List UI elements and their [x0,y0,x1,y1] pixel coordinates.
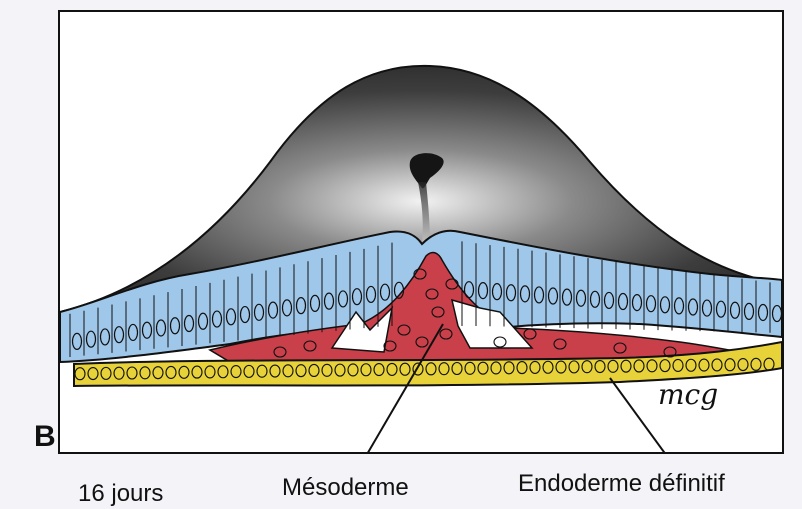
mesoderm-label: Mésoderme [282,474,409,502]
figure-frame: mcg [58,10,784,454]
age-label: 16 jours [78,480,163,508]
embryo-cross-section-diagram: mcg [60,12,782,452]
endoderm-label: Endoderme définitif [518,470,725,498]
artist-signature: mcg [658,378,718,411]
panel-letter: B [34,420,56,454]
